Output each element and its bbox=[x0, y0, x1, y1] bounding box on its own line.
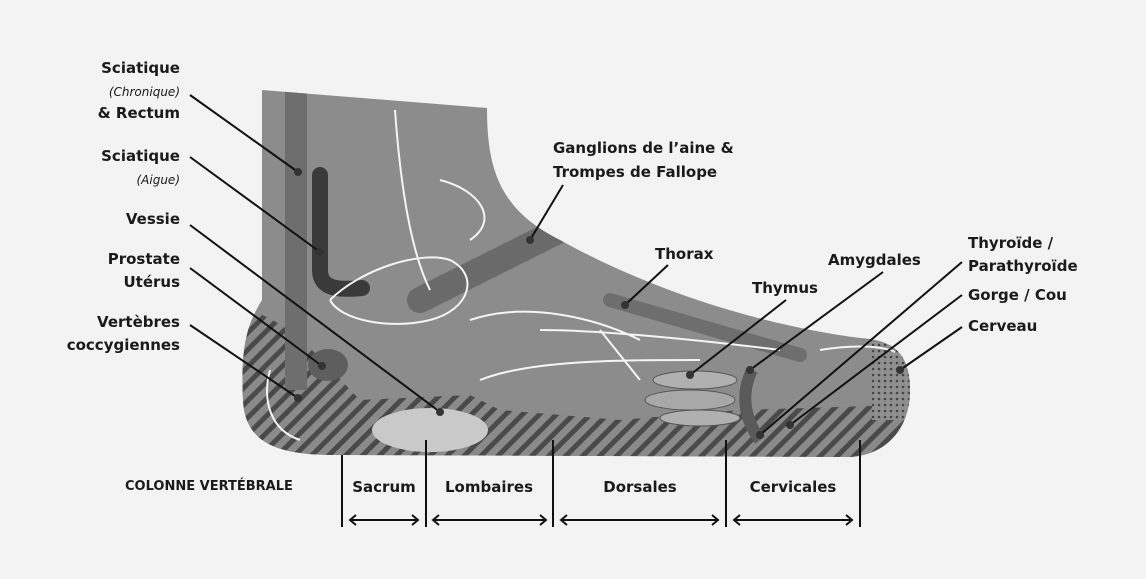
label-prostate: Prostate bbox=[108, 250, 180, 268]
sciatic-chronic-band bbox=[285, 90, 307, 390]
label-parathyroide: Parathyroïde bbox=[968, 257, 1078, 275]
segment-dorsales: Dorsales bbox=[603, 478, 677, 496]
label-vessie: Vessie bbox=[126, 210, 180, 228]
label-gorge-cou: Gorge / Cou bbox=[968, 286, 1067, 304]
label-cerveau: Cerveau bbox=[968, 317, 1037, 335]
groin-band bbox=[407, 212, 583, 313]
label-sciatique-chronique: Sciatique bbox=[101, 59, 180, 77]
label-sciatique-aigue: Sciatique bbox=[101, 147, 180, 165]
sciatic-acute-band bbox=[312, 167, 370, 297]
segment-cervicales: Cervicales bbox=[750, 478, 837, 496]
label-sciatique-chronique-sub: (Chronique) bbox=[109, 85, 180, 99]
leader-dots bbox=[294, 168, 904, 439]
label-thorax: Thorax bbox=[655, 245, 714, 263]
label-uterus: Utérus bbox=[123, 273, 180, 291]
top-labels: Ganglions de l’aine & Trompes de Fallope… bbox=[553, 139, 1078, 335]
label-sciatique-aigue-sub: (Aigue) bbox=[136, 173, 180, 187]
thymus-zone bbox=[652, 370, 738, 390]
spine-scale: COLONNE VERTÉBRALE Sacrum Lombaires Dors… bbox=[125, 440, 861, 527]
leader-lines bbox=[189, 94, 963, 436]
thorax-band bbox=[603, 293, 807, 362]
segment-lombaires: Lombaires bbox=[445, 478, 533, 496]
bladder-zone bbox=[372, 408, 488, 452]
spine-title: COLONNE VERTÉBRALE bbox=[125, 478, 293, 494]
label-coccygiennes: coccygiennes bbox=[67, 336, 180, 354]
left-labels: Sciatique (Chronique) & Rectum Sciatique… bbox=[67, 59, 180, 354]
label-amygdales: Amygdales bbox=[828, 251, 921, 269]
label-thymus: Thymus bbox=[752, 279, 818, 297]
brain-zone bbox=[872, 340, 910, 420]
segment-sacrum: Sacrum bbox=[352, 478, 416, 496]
label-ganglions: Ganglions de l’aine & bbox=[553, 139, 734, 157]
label-thyroide: Thyroïde / bbox=[968, 234, 1054, 252]
label-vertebres: Vertèbres bbox=[97, 313, 180, 331]
label-trompes: Trompes de Fallope bbox=[553, 163, 717, 181]
prostate-zone bbox=[308, 349, 348, 381]
spine-arrows bbox=[348, 514, 854, 526]
label-rectum: & Rectum bbox=[98, 104, 180, 122]
